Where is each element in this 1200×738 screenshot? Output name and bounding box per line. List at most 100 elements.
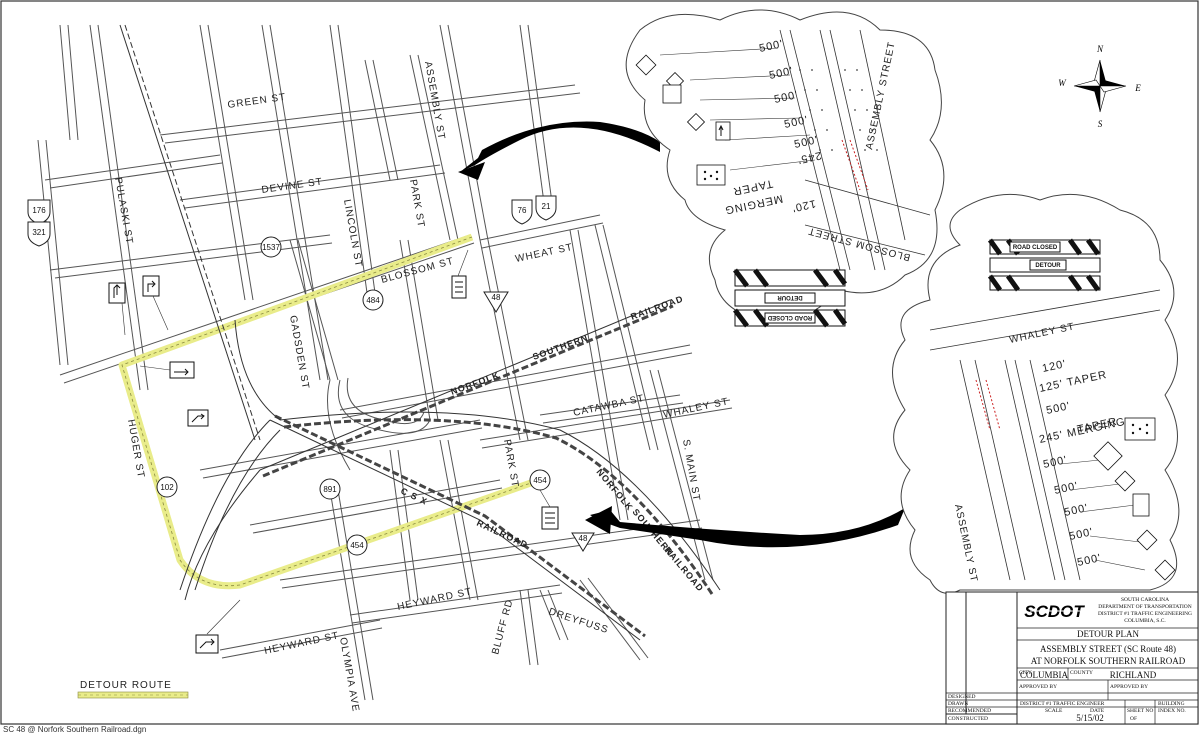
detour-signs xyxy=(108,249,559,654)
svg-text:102: 102 xyxy=(160,483,174,492)
street-labels: GREEN ST DEVINE ST LINCOLN ST PARK ST AS… xyxy=(112,61,730,713)
svg-text:DETOUR: DETOUR xyxy=(777,294,803,300)
svg-text:INDEX NO.: INDEX NO. xyxy=(1158,708,1186,714)
svg-text:SHEET NO: SHEET NO xyxy=(1127,708,1153,714)
railroad-label: SOUTHERN xyxy=(531,332,589,361)
distance-label: 500' xyxy=(1042,454,1068,471)
warning-sign-icon xyxy=(1132,493,1150,517)
distance-label: 120' xyxy=(1041,358,1067,375)
svg-text:DESIGNED: DESIGNED xyxy=(948,694,976,700)
svg-text:ROAD CLOSED: ROAD CLOSED xyxy=(1013,245,1058,251)
sc-route-shield: 484 xyxy=(362,289,384,311)
legend-label: DETOUR ROUTE xyxy=(80,680,172,691)
us-route-shield: 176 xyxy=(27,199,51,225)
distance-label: 120' xyxy=(790,197,816,214)
sc-route-shield: 1537 xyxy=(260,236,282,258)
svg-text:CITY: CITY xyxy=(1019,670,1032,676)
us-route-shield: 76 xyxy=(511,199,533,225)
warning-sign-icon xyxy=(662,84,682,104)
distance-label: 500' xyxy=(1076,552,1102,569)
svg-text:COUNTY: COUNTY xyxy=(1070,670,1093,676)
detour-sign-icon xyxy=(169,361,195,379)
detour-sign-icon xyxy=(142,275,160,297)
svg-text:OF: OF xyxy=(1130,716,1137,722)
detour-sign-icon xyxy=(195,634,219,654)
us-route-shield: 21 xyxy=(535,195,557,221)
svg-text:454: 454 xyxy=(350,541,364,550)
sc-route-shield: 48 xyxy=(571,532,595,552)
distance-label: 500' xyxy=(768,65,794,82)
svg-text:APPROVED BY: APPROVED BY xyxy=(1110,684,1148,690)
svg-text:CONSTRUCTED: CONSTRUCTED xyxy=(948,716,988,722)
svg-text:48: 48 xyxy=(579,534,588,543)
us-route-shield: 321 xyxy=(27,221,51,247)
callout-arrows xyxy=(458,121,905,548)
distance-label: 500' xyxy=(1063,502,1089,519)
street-label: WHEAT ST xyxy=(514,242,574,265)
svg-text:RICHLAND: RICHLAND xyxy=(1110,670,1157,680)
detour-sign-icon xyxy=(541,506,559,530)
street-label: OLYMPIA AVE xyxy=(337,637,361,713)
distance-label: 500' xyxy=(783,114,809,131)
road-closed-barricade: ROAD CLOSED DETOUR xyxy=(987,238,1101,292)
sc-route-shield: 102 xyxy=(156,476,178,498)
svg-text:484: 484 xyxy=(366,296,380,305)
svg-text:48: 48 xyxy=(492,293,501,302)
legend: DETOUR ROUTE xyxy=(77,680,189,699)
svg-text:DISTRICT #1 TRAFFIC ENGINEERIN: DISTRICT #1 TRAFFIC ENGINEERING xyxy=(1098,611,1192,617)
distance-label: 500' xyxy=(1053,480,1079,497)
warning-sign-icon xyxy=(715,121,731,141)
svg-text:AT NORFOLK SOUTHERN RAILROAD: AT NORFOLK SOUTHERN RAILROAD xyxy=(1031,656,1186,666)
road-closed-barricade: DETOUR ROAD CLOSED xyxy=(733,268,848,328)
street-grid xyxy=(37,24,733,701)
svg-text:ROAD CLOSED: ROAD CLOSED xyxy=(767,314,812,320)
svg-text:76: 76 xyxy=(518,206,527,215)
detour-sign-icon xyxy=(451,275,467,299)
svg-text:176: 176 xyxy=(32,206,46,215)
arrow-north-icon xyxy=(460,121,660,172)
street-label: BLUFF RD xyxy=(490,598,515,656)
svg-text:454: 454 xyxy=(533,476,547,485)
inset-south: WHALEY ST ASSEMBLY ST 120' 125' TAPER 50… xyxy=(892,193,1180,594)
svg-text:E: E xyxy=(1134,83,1141,93)
street-label: WHALEY ST xyxy=(662,396,729,421)
street-label: PARK ST xyxy=(501,439,520,489)
file-name-footer: SC 48 @ Norfork Southern Railroad.dgn xyxy=(3,725,147,734)
warning-sign-icon xyxy=(1114,470,1136,492)
street-label: HEYWARD ST xyxy=(396,586,473,613)
street-label: GADSDEN ST xyxy=(287,315,311,391)
detour-sign-icon xyxy=(108,282,126,304)
svg-text:RECOMMENDED: RECOMMENDED xyxy=(948,708,991,714)
svg-text:SOUTH CAROLINA: SOUTH CAROLINA xyxy=(1121,597,1169,603)
distance-label: 245' xyxy=(796,149,822,166)
svg-text:N: N xyxy=(1096,44,1104,54)
railroad-label: RAILROAD xyxy=(629,294,685,322)
distance-label: 500' xyxy=(793,134,819,151)
svg-text:DEPARTMENT OF TRANSPORTATION: DEPARTMENT OF TRANSPORTATION xyxy=(1098,604,1192,610)
railroad-label: RAILROAD xyxy=(475,518,530,551)
distance-label: 500' xyxy=(758,38,784,55)
street-label: LINCOLN ST xyxy=(341,199,364,269)
svg-text:DATE: DATE xyxy=(1090,708,1105,714)
svg-text:5/15/02: 5/15/02 xyxy=(1076,713,1104,723)
sc-route-shield: 454 xyxy=(346,534,368,556)
distance-label: 500' xyxy=(1045,400,1071,417)
svg-text:1537: 1537 xyxy=(262,243,280,252)
compass-rose-icon: N S E W xyxy=(1058,44,1141,129)
svg-text:DISTRICT #1 TRAFFIC ENGINEER: DISTRICT #1 TRAFFIC ENGINEER xyxy=(1020,701,1105,707)
street-label: DEVINE ST xyxy=(261,176,324,195)
distance-label: 500' xyxy=(1068,526,1094,543)
inset-north: 500' 500' 500' 500' 500' 245' MERGING TA… xyxy=(625,9,945,328)
svg-text:COLUMBIA, S.C.: COLUMBIA, S.C. xyxy=(1124,618,1166,624)
railroad-labels: RAILROAD SOUTHERN NORFOLK C S X RAILROAD… xyxy=(399,294,706,594)
detour-sign-icon xyxy=(187,409,209,427)
svg-text:321: 321 xyxy=(32,228,46,237)
svg-text:W: W xyxy=(1058,78,1067,88)
sc-route-shield: 891 xyxy=(319,478,341,500)
route-shields: 176 321 76 21 1537 484 48 48 891 454 454… xyxy=(27,195,595,556)
svg-text:APPROVED BY: APPROVED BY xyxy=(1019,684,1057,690)
svg-text:COLUMBIA: COLUMBIA xyxy=(1020,670,1069,680)
svg-text:DRAWN: DRAWN xyxy=(948,701,968,707)
svg-text:891: 891 xyxy=(323,485,337,494)
svg-text:ASSEMBLY STREET (SC Route 48): ASSEMBLY STREET (SC Route 48) xyxy=(1040,644,1176,654)
